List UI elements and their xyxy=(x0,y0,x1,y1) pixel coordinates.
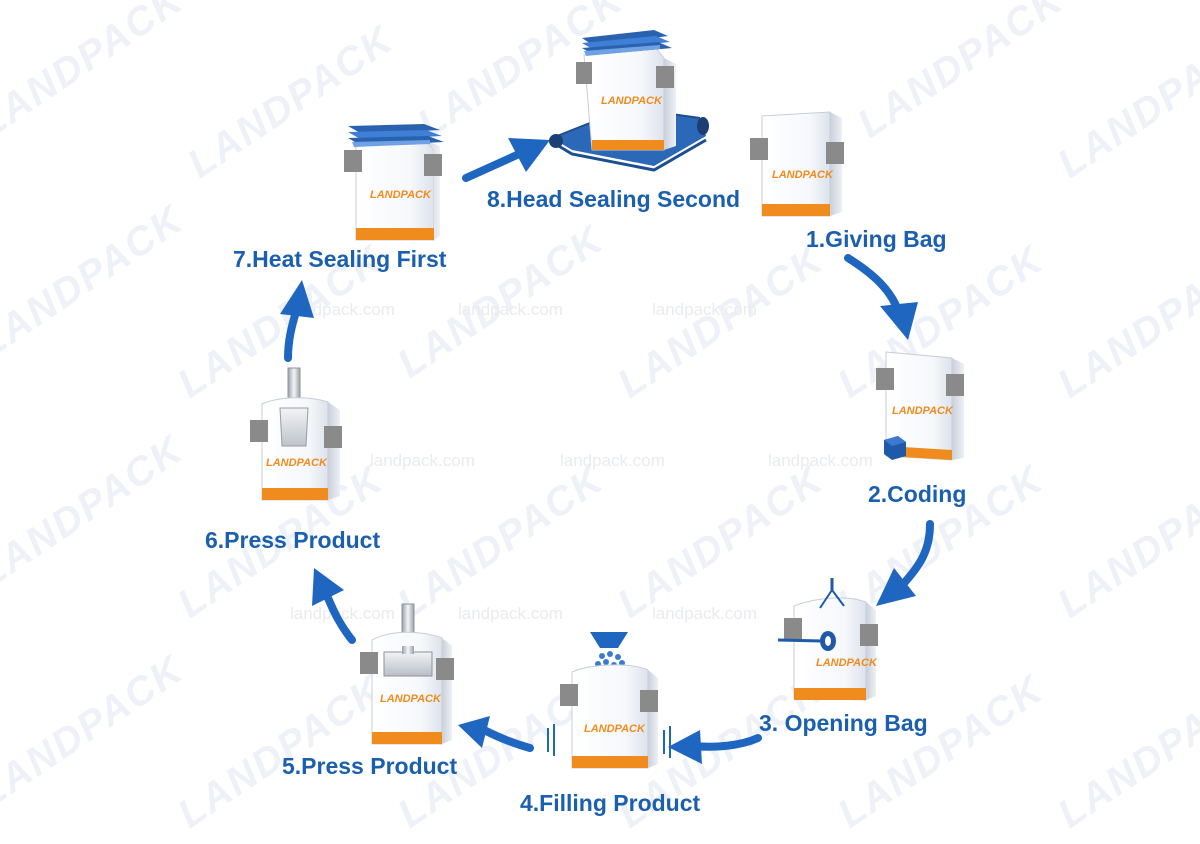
bag-icon: LANDPACK xyxy=(344,139,442,241)
coding-printer-icon xyxy=(884,436,906,460)
bag-icon: LANDPACK xyxy=(560,664,658,769)
press-plate-icon xyxy=(383,646,433,677)
step-label-3-opening-bag: 3. Opening Bag xyxy=(759,710,928,736)
step-label-7-heat-sealing-first: 7.Heat Sealing First xyxy=(233,246,447,272)
heat-sealer-bars-icon xyxy=(582,30,672,56)
step-label-1-giving-bag: 1.Giving Bag xyxy=(806,226,947,252)
watermark-url: landpack.com xyxy=(290,604,395,623)
watermark-url: landpack.com xyxy=(290,300,395,319)
bag-logo-text: LANDPACK xyxy=(380,693,442,705)
bag-icon: LANDPACK xyxy=(576,47,676,151)
station-press-product-6: LANDPACK xyxy=(250,367,342,501)
air-nozzle-icon xyxy=(819,578,845,609)
bag-icon: LANDPACK xyxy=(750,111,844,217)
arrow-6-to-7 xyxy=(280,280,314,362)
watermark-url: landpack.com xyxy=(652,604,757,623)
step-label-6-press-product: 6.Press Product xyxy=(205,527,381,553)
step-label-5-press-product: 5.Press Product xyxy=(282,753,458,779)
bag-logo-text: LANDPACK xyxy=(266,457,328,469)
arrow-1-to-2 xyxy=(844,254,918,340)
bag-logo-text: LANDPACK xyxy=(816,657,878,669)
bag-logo-text: LANDPACK xyxy=(370,189,432,201)
press-plate-icon xyxy=(279,407,309,447)
bag-logo-text: LANDPACK xyxy=(892,405,954,417)
step-label-8-head-sealing-second: 8.Head Sealing Second xyxy=(487,186,741,212)
arrow-4-to-5 xyxy=(458,716,534,752)
station-press-product-5: LANDPACK xyxy=(360,603,454,745)
suction-cup-icon xyxy=(777,631,836,651)
step-label-4-filling-product: 4.Filling Product xyxy=(520,790,701,816)
vibration-lines-icon xyxy=(547,724,671,758)
bag-logo-text: LANDPACK xyxy=(584,723,646,735)
watermark-url: landpack.com xyxy=(458,604,563,623)
flow-arrows xyxy=(280,138,934,764)
watermark-url: landpack.com xyxy=(560,451,665,470)
station-giving-bag: LANDPACK xyxy=(750,111,844,217)
step-label-2-coding: 2.Coding xyxy=(868,481,967,507)
heat-sealer-bars-icon xyxy=(348,124,444,147)
watermark-url: landpack.com xyxy=(458,300,563,319)
arrow-7-to-8 xyxy=(462,138,550,182)
station-filling-product: LANDPACK xyxy=(547,632,671,769)
watermark-url: landpack.com xyxy=(370,451,475,470)
arrow-3-to-4 xyxy=(668,730,762,764)
station-heat-sealing-first: LANDPACK xyxy=(344,124,444,241)
station-coding: LANDPACK xyxy=(876,351,964,461)
bag-logo-text: LANDPACK xyxy=(772,169,834,181)
station-opening-bag: LANDPACK xyxy=(777,578,878,701)
bag-icon: LANDPACK xyxy=(250,397,342,501)
arrow-5-to-6 xyxy=(312,568,356,644)
arrow-2-to-3 xyxy=(876,520,934,606)
watermark-url: landpack.com xyxy=(652,300,757,319)
station-head-sealing-second: LANDPACK xyxy=(549,30,709,172)
bag-logo-text: LANDPACK xyxy=(601,95,663,107)
watermark-url: landpack.com xyxy=(768,451,873,470)
